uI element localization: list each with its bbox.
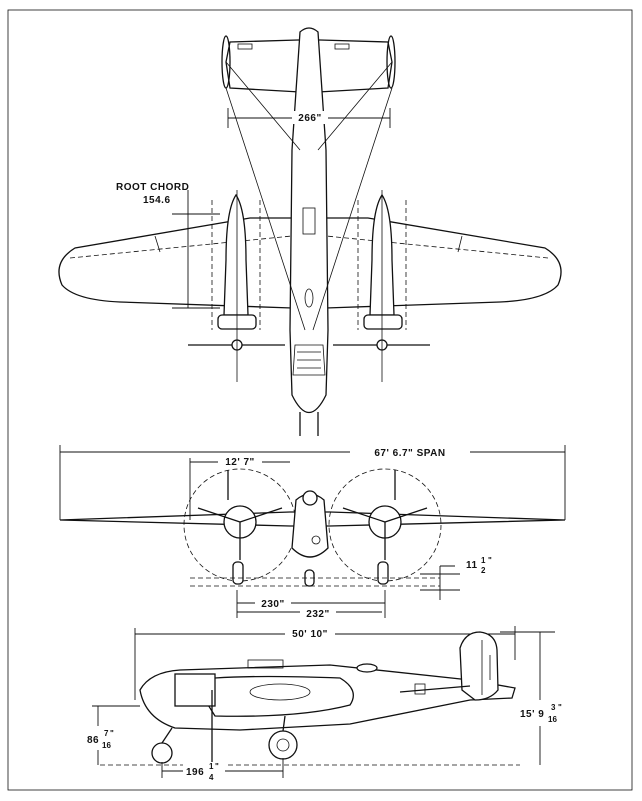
left-main-wheel-front [232,561,244,585]
wheelbase-whole: 196 [186,767,204,778]
height-inch-mark: " [558,703,562,712]
main-wheel-side [268,730,298,760]
top-view: 266" ROOT CHORD 154.6 [58,27,562,436]
wing-hidden-lines [69,235,549,259]
right-prop-disc [328,468,442,582]
dorsal-turret-side [356,663,378,673]
nose-height-inch-mark: " [110,729,114,738]
right-cowling [363,314,403,330]
tail-fin-side [459,631,499,701]
nose-guns [299,412,319,436]
right-main-wheel-front [377,561,389,585]
side-view: 50' 10" 15' 9 3 16 " 86 7 16 " 196 [84,626,575,784]
span-label: 67' 6.7" SPAN [374,448,445,459]
wheelbase-num: 1 [209,762,214,771]
engine-nacelle-side [204,675,354,717]
nose-height-num: 7 [104,729,109,738]
fins-front [227,470,396,500]
ground-clearance-inch-mark: " [488,556,492,565]
wing-front [59,511,566,527]
ground-clearance-whole: 11 [466,560,478,571]
aileron-lines [154,235,463,253]
left-wing [58,217,293,309]
propeller-blades-front [197,507,428,560]
height-dimension [500,631,555,765]
nacelle-window [249,683,311,701]
right-wing [325,217,562,309]
length-label: 50' 10" [292,629,328,640]
waist-window [414,683,426,695]
nose-height-whole: 86 [87,735,99,746]
engine-centerlines [236,190,383,382]
top-turret [302,207,316,235]
ground-clearance-num: 1 [481,556,486,565]
drawing-frame [7,9,633,791]
fin-right [386,35,396,89]
gear-track-label: 230" [261,599,284,610]
cockpit-canopy [292,344,326,376]
tail-span-label: 266" [298,113,321,124]
left-engine-nacelle [223,193,249,316]
hatch [304,288,314,308]
cockpit-side [174,673,216,707]
ground-clearance-den: 2 [481,566,486,575]
nose-wheel-side [151,742,173,764]
top-turret-side [247,659,284,669]
root-chord-value: 154.6 [143,195,171,206]
elevator-tab-right [334,43,350,50]
construction-lines [225,61,393,331]
ground-clearance-dimension [420,565,460,600]
main-wheel-hub [276,738,290,752]
elevator-tab-left [237,43,253,50]
engine-offset-label: 12' 7" [225,457,255,468]
height-num: 3 [551,703,556,712]
ground-lines [190,577,440,587]
wheelbase-inch-mark: " [215,762,219,771]
main-gear-strut [282,715,286,732]
tail-plane-side [399,685,471,693]
nose-height-den: 16 [102,741,111,750]
fuselage-top [289,27,329,414]
nose-gear-strut [161,727,173,744]
rudder-lines [481,640,491,695]
wheelbase-den: 4 [209,773,214,782]
root-chord-label: ROOT CHORD [116,182,189,193]
height-whole: 15' 9 [520,709,544,720]
root-chord-dimension [172,190,220,309]
height-den: 16 [548,715,557,724]
turret-front [302,490,318,506]
nose-gun-front [311,535,321,545]
span-dimension [59,445,566,520]
front-view: 67' 6.7" SPAN 12' 7" 11 1 2 " 230" 232" [59,445,566,620]
nacelle-hidden-lines [211,200,407,330]
prop-spacing-label: 232" [306,609,329,620]
